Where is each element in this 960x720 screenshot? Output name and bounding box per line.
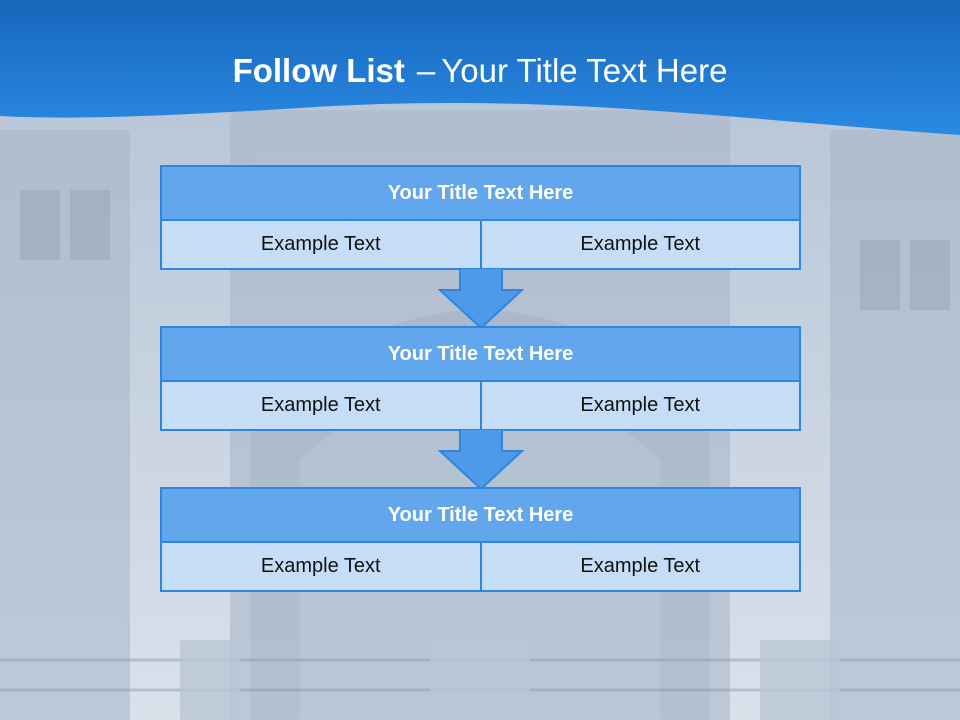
block-cell-left: Example Text — [160, 543, 482, 592]
block-cell-right: Example Text — [481, 221, 801, 270]
list-block-2: Your Title Text Here Example Text Exampl… — [160, 326, 801, 431]
block-cell-left: Example Text — [160, 221, 482, 270]
list-block-3: Your Title Text Here Example Text Exampl… — [160, 487, 801, 592]
block-cell-right: Example Text — [481, 543, 801, 592]
down-arrow-icon — [438, 429, 524, 491]
block-title: Your Title Text Here — [160, 487, 801, 543]
slide-title-dash: – — [416, 52, 436, 89]
slide-title-bold: Follow List — [232, 52, 405, 89]
block-cells: Example Text Example Text — [160, 382, 801, 431]
slide-title-rest: Your Title Text Here — [441, 52, 728, 89]
block-cell-right: Example Text — [481, 382, 801, 431]
block-title: Your Title Text Here — [160, 326, 801, 382]
slide-title: Follow List–Your Title Text Here — [0, 52, 960, 90]
list-block-1: Your Title Text Here Example Text Exampl… — [160, 165, 801, 270]
block-cells: Example Text Example Text — [160, 221, 801, 270]
block-title: Your Title Text Here — [160, 165, 801, 221]
block-cells: Example Text Example Text — [160, 543, 801, 592]
block-cell-left: Example Text — [160, 382, 482, 431]
down-arrow-icon — [438, 268, 524, 330]
